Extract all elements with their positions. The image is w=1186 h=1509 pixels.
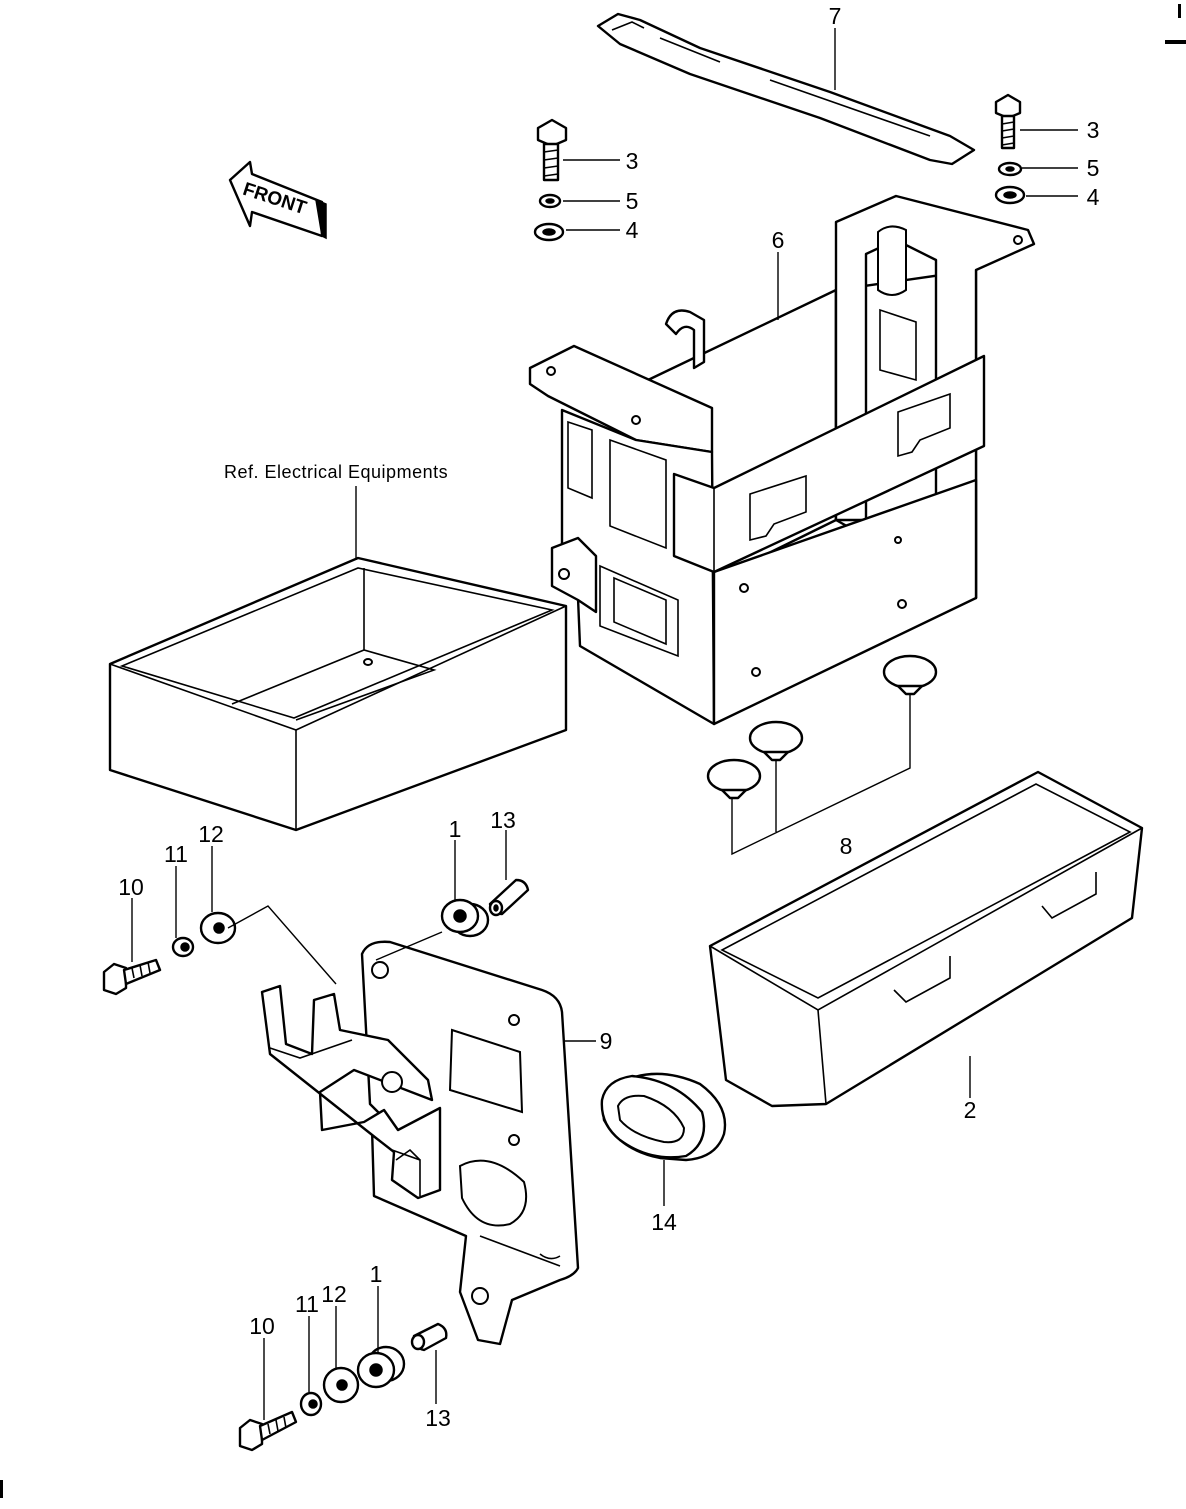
edge-mark — [1178, 4, 1181, 18]
label-part-11: 11 — [295, 1291, 319, 1317]
grommet-icon — [600, 1072, 727, 1162]
label-part-4: 4 — [626, 217, 639, 243]
label-part-10: 10 — [249, 1313, 275, 1339]
bolt-icon — [536, 118, 568, 182]
collar-icon — [410, 1322, 448, 1352]
bolt-icon — [994, 93, 1022, 150]
label-part-13: 13 — [490, 807, 516, 833]
part-9-bracket-plate — [260, 940, 580, 1346]
part-labels: 7 3 5 4 3 5 4 6 8 9 2 14 10 11 12 1 13 1… — [118, 3, 1099, 1431]
leader-line — [227, 905, 337, 985]
edge-mark — [0, 1480, 3, 1498]
label-part-2: 2 — [964, 1097, 977, 1123]
label-part-10: 10 — [118, 874, 144, 900]
front-arrow-icon: FRONT — [228, 160, 327, 240]
label-part-12: 12 — [321, 1281, 347, 1307]
label-part-5: 5 — [626, 188, 639, 214]
label-part-11: 11 — [164, 841, 188, 867]
label-part-14: 14 — [651, 1209, 677, 1235]
label-part-1: 1 — [370, 1261, 383, 1287]
reference-box — [108, 556, 568, 832]
grommet-icon — [440, 898, 490, 938]
rubber-cap-icon — [748, 720, 804, 762]
washer-icon — [299, 1391, 323, 1417]
part-2-tray — [708, 770, 1144, 1108]
bolt-icon — [238, 1410, 298, 1452]
washer-icon — [199, 911, 237, 945]
reference-note: Ref. Electrical Equipments — [224, 462, 448, 482]
label-part-13: 13 — [425, 1405, 451, 1431]
washer-icon — [533, 222, 565, 242]
label-part-7: 7 — [829, 3, 842, 29]
bolt-icon — [102, 958, 162, 996]
washer-icon — [171, 936, 195, 958]
washer-icon — [322, 1366, 360, 1404]
leader-line — [731, 694, 911, 856]
label-part-4: 4 — [1087, 184, 1100, 210]
washer-icon — [994, 185, 1026, 205]
label-part-5: 5 — [1087, 155, 1100, 181]
leader-lines — [131, 28, 1078, 1420]
label-part-8: 8 — [840, 833, 853, 859]
part-6-battery-case — [528, 194, 1036, 726]
label-part-12: 12 — [198, 821, 224, 847]
collar-icon — [488, 878, 530, 917]
label-part-3: 3 — [626, 148, 639, 174]
rubber-cap-icon — [706, 758, 762, 800]
grommet-icon — [356, 1345, 406, 1389]
edge-mark — [1165, 40, 1186, 44]
label-part-9: 9 — [600, 1028, 613, 1054]
label-part-3: 3 — [1087, 117, 1100, 143]
washer-icon — [997, 161, 1023, 177]
part-7-strap — [596, 12, 976, 166]
rubber-cap-icon — [882, 654, 938, 696]
washer-icon — [538, 193, 562, 209]
label-part-1: 1 — [449, 816, 462, 842]
leader-line — [375, 931, 443, 961]
label-part-6: 6 — [772, 227, 785, 253]
